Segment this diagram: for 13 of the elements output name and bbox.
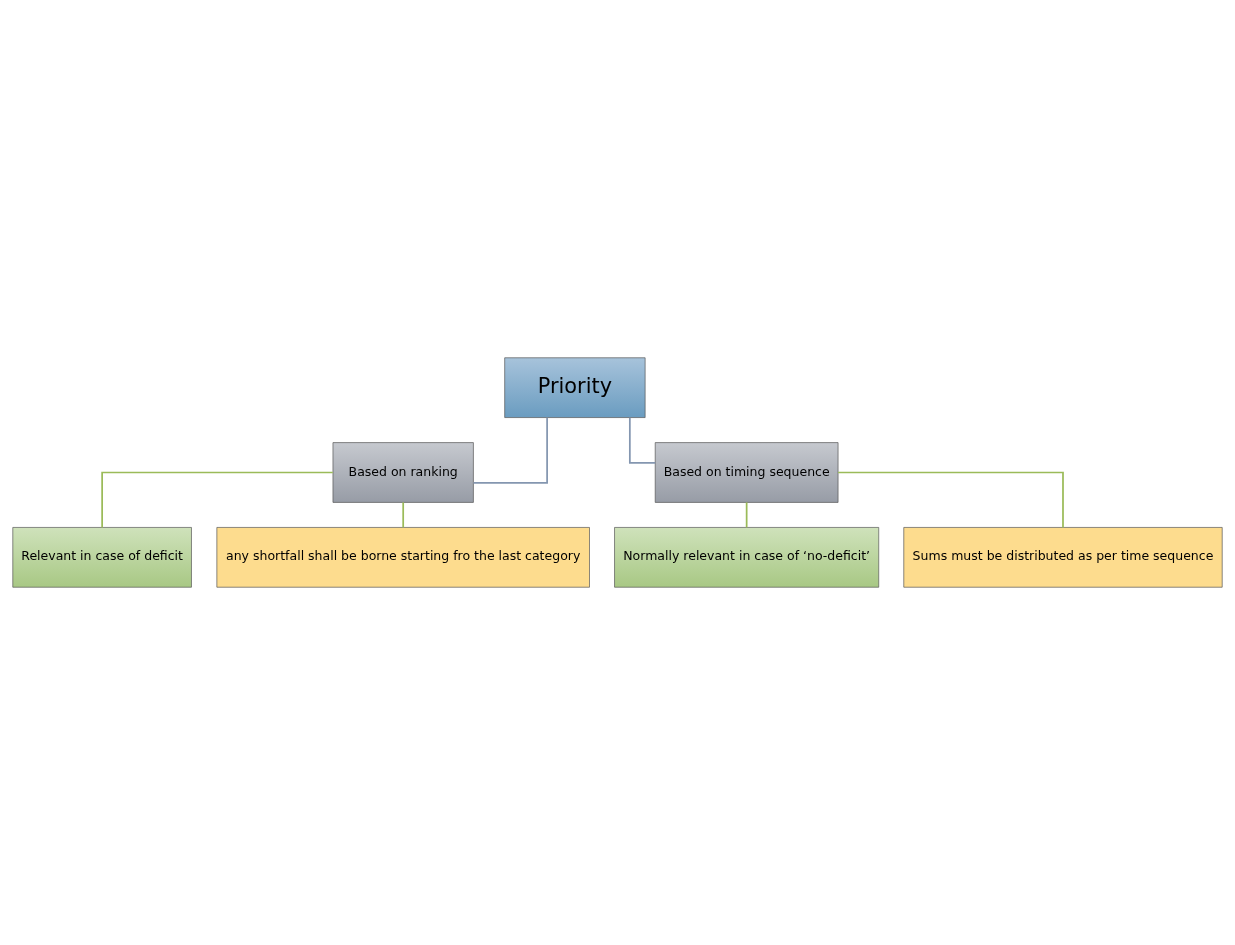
connector: [101, 471, 334, 529]
connector: [402, 501, 405, 529]
node-box: Based on ranking: [332, 442, 474, 503]
connector: [745, 501, 748, 529]
connector: [628, 416, 657, 464]
connector: [837, 471, 1064, 529]
node-box: Relevant in case of deficit: [12, 527, 192, 588]
node-box: Priority: [504, 357, 646, 418]
node-box: any shortfall shall be borne starting fro the last category: [216, 527, 590, 588]
node-box: Normally relevant in case of ‘no-deficit’: [614, 527, 880, 588]
connector: [472, 416, 548, 484]
node-box: Sums must be distributed as per time sequence: [903, 527, 1223, 588]
node-box: Based on timing sequence: [654, 442, 839, 503]
